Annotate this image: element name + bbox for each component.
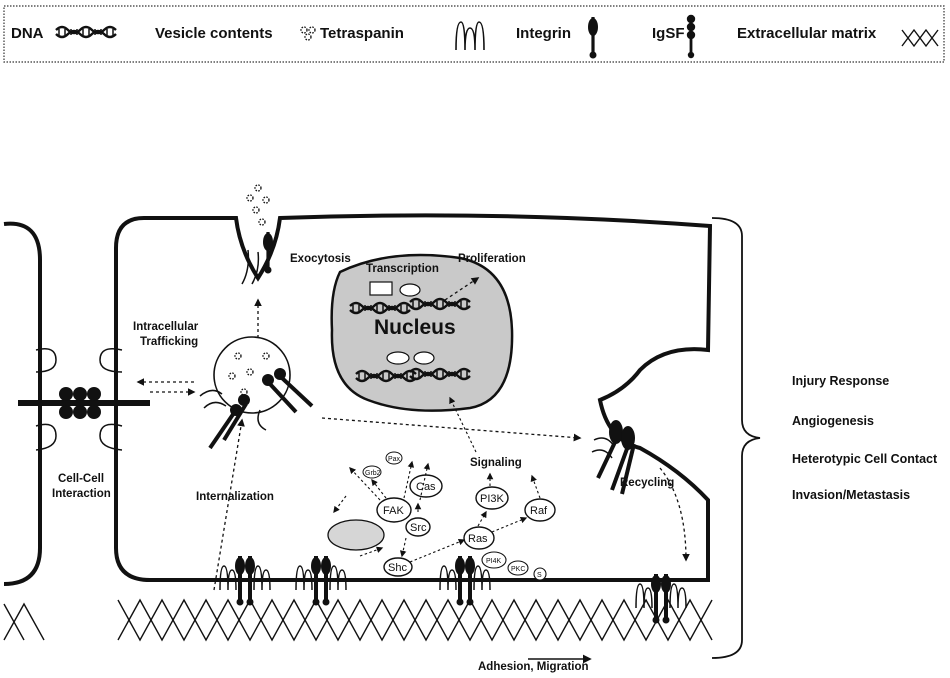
legend-ecm-label: Extracellular matrix	[737, 25, 877, 42]
endosome-receptor-cluster	[199, 368, 314, 450]
cellcell-label-line2: Interaction	[52, 488, 111, 500]
internalization-arrow	[213, 418, 245, 591]
proliferation-label: Proliferation	[458, 253, 526, 265]
pax-node	[385, 451, 403, 465]
ras-label: Ras	[468, 533, 488, 545]
endosome	[213, 336, 291, 414]
legend-dna-label: DNA	[11, 25, 44, 42]
transcription-factor	[399, 283, 421, 297]
pkc-node	[507, 560, 529, 576]
to-recycling-arrow	[321, 417, 582, 442]
fak-signaling-arrows	[333, 460, 431, 558]
legend-integrin-label: Integrin	[516, 25, 571, 42]
ecm-icon	[901, 28, 939, 48]
tetraspanin-icon	[455, 21, 485, 51]
transcription-factor	[413, 351, 435, 365]
legend-tetraspanin-label: Tetraspanin	[320, 25, 404, 42]
recycling-label: Recycling	[620, 477, 674, 489]
main-cell-membrane	[114, 213, 713, 582]
adhesion-migration-label: Adhesion, Migration	[478, 661, 589, 673]
src-label: Src	[410, 522, 427, 534]
igsf-icon	[686, 14, 696, 59]
dna-icon	[54, 25, 118, 39]
fak-label: FAK	[383, 505, 404, 517]
legend: DNA Vesicle contents Tetraspanin Integri…	[3, 5, 945, 63]
raf-node	[524, 498, 556, 522]
internalization-label: Internalization	[196, 491, 274, 503]
outcome-item: Invasion/Metastasis	[792, 488, 910, 502]
pi3k-label: PI3K	[480, 493, 505, 505]
ras-signaling-arrows	[409, 396, 541, 563]
grb2-node	[362, 465, 382, 479]
integrin-icon	[588, 17, 598, 59]
transcription-factor	[386, 351, 410, 365]
intracellular-label-line2: Trafficking	[140, 336, 198, 348]
recycling-arrow	[659, 467, 690, 562]
s-label: S	[537, 572, 542, 579]
outcome-brace	[711, 217, 761, 659]
vesicle-contents-icon	[300, 26, 316, 41]
pkc-label: PKC	[511, 566, 525, 573]
grb2-label: Grb2	[365, 470, 381, 477]
focal-adhesion-complex	[327, 519, 385, 551]
outcome-item: Heterotypic Cell Contact	[792, 452, 938, 466]
outcome-item: Angiogenesis	[792, 414, 874, 428]
fak-node	[376, 497, 412, 523]
transcription-factor	[369, 281, 393, 296]
legend-vesicle-label: Vesicle contents	[155, 25, 273, 42]
pi4k-label: PI4K	[486, 558, 502, 565]
signaling-label: Signaling	[470, 457, 522, 469]
shc-label: Shc	[388, 562, 407, 574]
s-node	[533, 567, 547, 581]
cas-label: Cas	[416, 481, 436, 493]
nucleus-label: Nucleus	[374, 316, 456, 339]
exocytosis-label: Exocytosis	[290, 253, 351, 265]
cell-cell-junction	[18, 348, 150, 451]
ras-node	[463, 526, 495, 550]
pi4k-node	[481, 551, 507, 569]
legend-igsf-label: IgSF	[652, 25, 685, 42]
exocytosis-vesicle-release	[241, 184, 273, 285]
outcome-item: Injury Response	[792, 374, 889, 388]
shc-node	[383, 557, 413, 577]
intracellular-label-line1: Intracellular	[133, 321, 199, 333]
extracellular-matrix	[3, 598, 713, 642]
transcription-label: Transcription	[366, 263, 439, 275]
proliferation-arrow	[444, 277, 480, 301]
recycling-receptor-cluster	[591, 420, 636, 495]
raf-label: Raf	[530, 505, 548, 517]
pi3k-node	[475, 486, 509, 510]
src-node	[405, 517, 431, 537]
pax-label: Pax	[388, 456, 401, 463]
cellcell-label-line1: Cell-Cell	[58, 473, 104, 485]
